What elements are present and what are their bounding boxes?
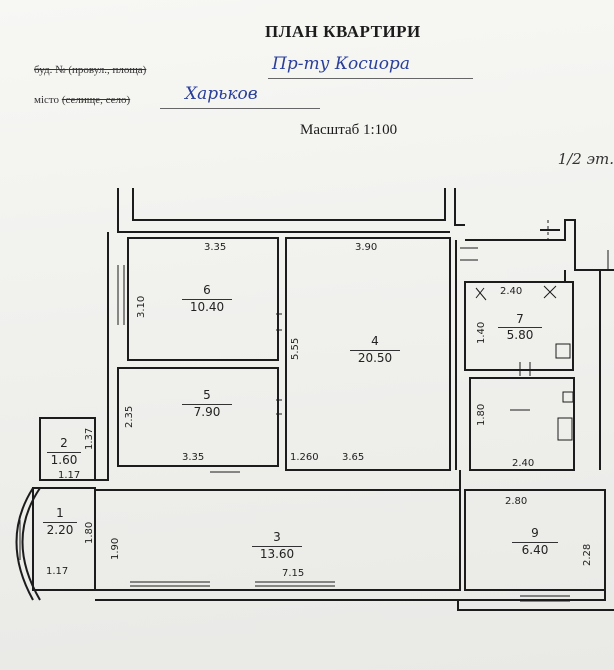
room-4-outline [285, 237, 451, 471]
corner-note: 1/2 эт. [557, 150, 614, 168]
scale-label: Масштаб 1:100 [300, 122, 398, 138]
dim-r8-side: 1.80 [476, 403, 487, 426]
dim-r3-side: 1.90 [110, 537, 121, 560]
room-4-number: 4 [371, 334, 379, 348]
dim-r4-bottom-b: 3.65 [342, 452, 365, 463]
room-7-number: 7 [516, 312, 524, 326]
top-wall [117, 188, 450, 233]
room-5-outline [117, 367, 279, 467]
room-8-outline [469, 377, 575, 471]
dim-r7-side: 1.40 [476, 321, 487, 344]
window-bottom-3 [520, 595, 570, 602]
room-4-area: 20.50 [350, 350, 400, 365]
window-bottom-1 [130, 581, 210, 587]
window-left [117, 265, 125, 325]
room-2-number: 2 [60, 436, 68, 450]
dim-r3-bottom: 7.15 [282, 568, 305, 579]
room-2-outline [39, 417, 96, 481]
room-5-area: 7.90 [182, 404, 232, 419]
window-bottom-2 [255, 581, 335, 587]
dim-r4-top: 3.90 [355, 242, 378, 253]
room-1-outline [32, 487, 96, 591]
dim-r4-side: 5.55 [290, 337, 301, 360]
room-3-area: 13.60 [252, 546, 302, 561]
dim-r6-top: 3.35 [204, 242, 227, 253]
city-value: Харьков [185, 84, 258, 104]
dim-r8-bottom: 2.40 [512, 458, 535, 469]
room-7-area: 5.80 [498, 327, 542, 342]
dim-r5-bottom: 3.35 [182, 452, 205, 463]
dim-r2-bottom: 1.17 [58, 470, 81, 481]
dim-r9-side: 2.28 [582, 543, 593, 566]
room-1-number: 1 [56, 506, 64, 520]
room-6-outline [127, 237, 279, 361]
document-title: ПЛАН КВАРТИРИ [265, 22, 421, 41]
dim-r1-side: 1.80 [84, 521, 95, 544]
room-9-area: 6.40 [512, 542, 558, 557]
building-label: буд. № (провул., площа) [34, 64, 147, 76]
room-6-area: 10.40 [182, 299, 232, 314]
building-underline [268, 78, 473, 79]
room-3-number: 3 [273, 530, 281, 544]
room-5-number: 5 [203, 388, 211, 402]
dim-r1-bottom: 1.17 [46, 566, 69, 577]
city-label: місто (селище, село) [34, 94, 131, 106]
room-9-outline [464, 489, 606, 591]
room-1-area: 2.20 [43, 522, 77, 537]
room-2-area: 1.60 [47, 452, 81, 467]
dim-r6-side: 3.10 [136, 295, 147, 318]
city-underline [160, 108, 320, 109]
dim-r2-side: 1.37 [84, 427, 95, 450]
dim-r5-side: 2.35 [124, 405, 135, 428]
dim-r7-top: 2.40 [500, 286, 523, 297]
room-6-number: 6 [203, 283, 211, 297]
building-value: Пр-ту Косиора [272, 54, 410, 74]
dim-r4-bottom-a: 1.260 [290, 452, 319, 463]
dim-r9-top: 2.80 [505, 496, 528, 507]
room-9-number: 9 [531, 526, 539, 540]
room-7-outline [464, 281, 574, 371]
